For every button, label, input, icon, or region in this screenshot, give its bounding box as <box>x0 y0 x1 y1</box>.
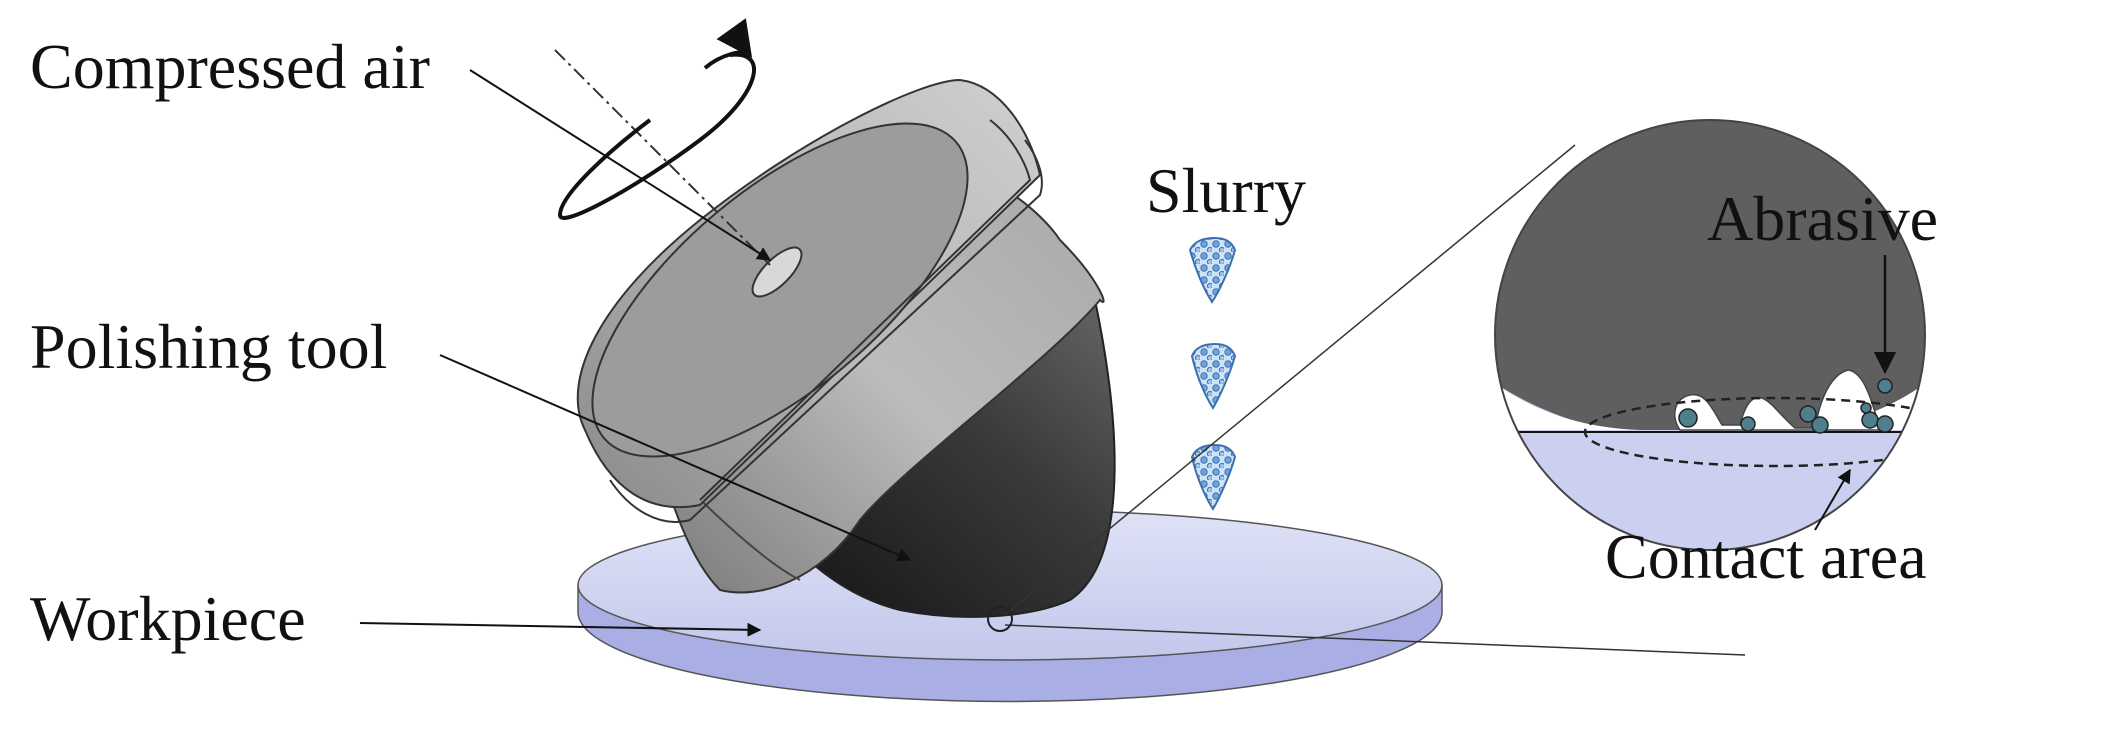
slurry-drop <box>1190 443 1237 511</box>
contact-area-label: Contact area <box>1605 521 1927 592</box>
polishing-tool <box>576 78 1116 618</box>
abrasive-particles <box>1678 378 1894 434</box>
workpiece-label: Workpiece <box>30 583 306 654</box>
labels: Compressed air Polishing tool Workpiece … <box>30 31 1938 654</box>
abrasive-label: Abrasive <box>1707 183 1938 254</box>
slurry-drops <box>1188 236 1237 511</box>
slurry-drop <box>1188 236 1237 304</box>
rotation-indicator <box>554 18 771 266</box>
slurry-label: Slurry <box>1146 155 1306 226</box>
compressed-air-label: Compressed air <box>30 31 430 102</box>
slurry-drop <box>1190 342 1237 410</box>
workpiece-leader <box>359 622 762 637</box>
label-leaders <box>359 69 912 637</box>
compressed-air-leader <box>469 69 772 261</box>
contact-point-marker <box>987 606 1013 632</box>
contact-zoom-callout <box>987 119 1926 656</box>
contact-area-ellipse <box>1583 396 1925 468</box>
polishing-tool-label: Polishing tool <box>30 311 387 382</box>
polishing-tool-leader <box>439 354 912 562</box>
